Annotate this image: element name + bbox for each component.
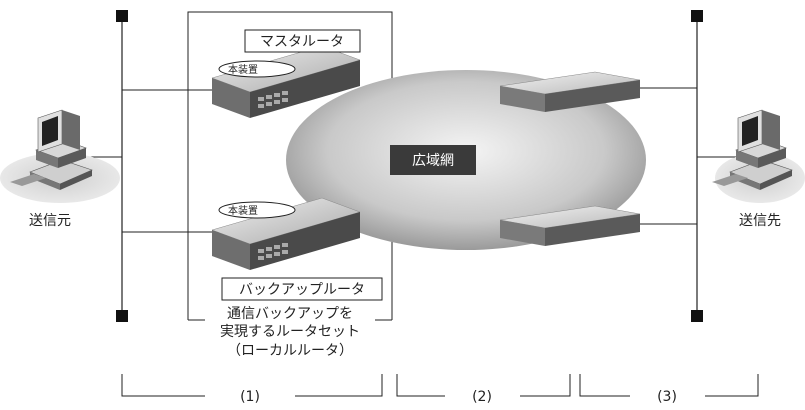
master-router-label: マスタルータ bbox=[260, 34, 344, 50]
router-set-caption-3: （ローカルルータ） bbox=[227, 343, 353, 359]
segment-2-label: (2) bbox=[472, 389, 492, 405]
segment-3-label: (3) bbox=[657, 389, 677, 405]
segment-bracket-2 bbox=[396, 374, 571, 397]
backup-router bbox=[211, 197, 361, 270]
this-device-tag-backup bbox=[218, 201, 296, 219]
router-set-caption-2: 実現するルータセット bbox=[220, 324, 360, 340]
router-set-caption-1: 通信バックアップを bbox=[227, 306, 353, 322]
this-device-label-master: 本装置 bbox=[228, 63, 258, 76]
segment-bracket-1 bbox=[121, 374, 383, 397]
backup-router-label: バックアップルータ bbox=[239, 282, 365, 298]
wan-label-box bbox=[390, 145, 476, 175]
backup-router-label-box bbox=[221, 277, 383, 301]
wan-cloud: 広域網 bbox=[286, 70, 646, 250]
sender-pc-icon bbox=[0, 109, 120, 203]
receiver-label: 送信先 bbox=[739, 213, 781, 229]
right-lan-bus bbox=[640, 10, 740, 322]
remote-router-upper bbox=[499, 71, 641, 112]
sender-label: 送信元 bbox=[29, 213, 71, 229]
receiver-pc-icon bbox=[712, 109, 805, 203]
this-device-tag-master bbox=[218, 60, 296, 78]
master-router-label-box bbox=[244, 29, 361, 53]
this-device-label-backup: 本装置 bbox=[228, 204, 258, 217]
remote-router-lower bbox=[499, 205, 641, 246]
wan-label: 広域網 bbox=[412, 153, 454, 169]
segment-1-label: (1) bbox=[240, 389, 260, 405]
segment-bracket-3 bbox=[579, 374, 759, 397]
